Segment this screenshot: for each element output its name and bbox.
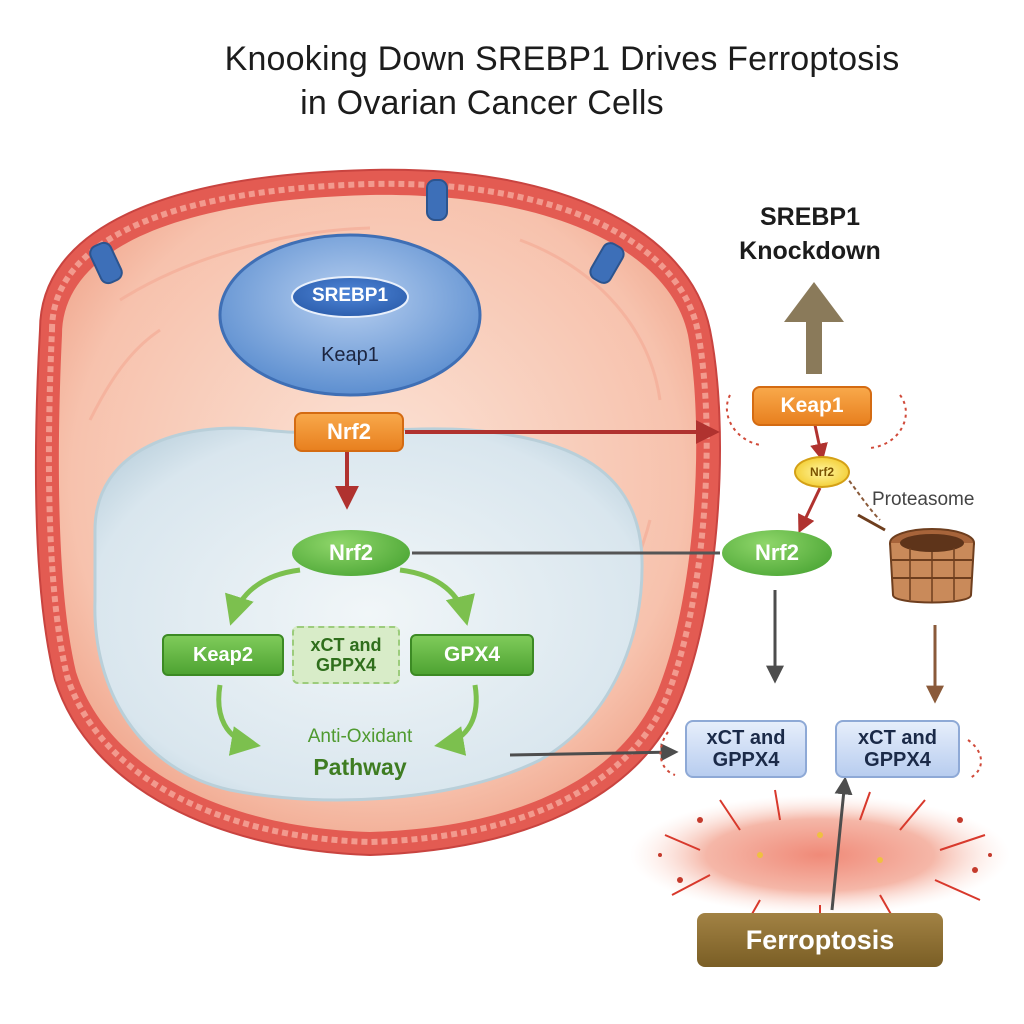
arrow-pathway-to-xct — [509, 743, 679, 762]
figure-title-line-1: Knooking Down SREBP1 Drives Ferroptosis — [224, 40, 900, 78]
xct-box-2-line-1: xCT and — [858, 727, 937, 749]
xct-box-1-line-2: GPPX4 — [712, 749, 780, 771]
arrow-gpx4-to-pathway — [434, 684, 479, 756]
gpx4-node: GPX4 — [410, 634, 534, 676]
keap2-node: Keap2 — [162, 634, 284, 676]
knockdown-heading-line-1: SREBP1 — [759, 203, 861, 231]
ferroptosis-node: Ferroptosis — [697, 913, 943, 967]
nrf2-small-node: Nrf2 — [794, 456, 850, 488]
xct-gppx4-box-1: xCT and GPPX4 — [685, 720, 807, 778]
proteasome-icon — [889, 528, 975, 604]
xct-gppx4-box-2: xCT and GPPX4 — [835, 720, 960, 778]
srebp1-label: SREBP1 — [311, 285, 389, 306]
pathway-label: Pathway — [313, 754, 407, 780]
anti-oxidant-label: Anti-Oxidant — [307, 726, 413, 747]
nucleus — [93, 426, 644, 802]
proteasome-label: Proteasome — [872, 489, 975, 510]
figure-title-line-2: in Ovarian Cancer Cells — [300, 84, 664, 122]
xct-gppx4-center-node: xCT and GPPX4 — [292, 626, 400, 684]
keap1-node: Keap1 — [752, 386, 872, 426]
arrow-ferroptosis-to-xct — [830, 776, 853, 911]
arrow-nrf2-to-gpx4 — [399, 567, 475, 626]
xct-box-2-line-2: GPPX4 — [864, 749, 931, 771]
ferroptosis-burst — [630, 795, 1010, 915]
nrf2-cytoplasm-node: Nrf2 — [294, 412, 404, 452]
arrow-keap2-to-pathway — [216, 684, 261, 756]
arrow-nrf2-to-keap2 — [225, 567, 301, 626]
knockdown-up-arrow — [784, 282, 844, 374]
knockdown-heading-line-2: Knockdown — [739, 237, 881, 265]
keap1-inner-label: Keap1 — [321, 344, 379, 366]
nrf2-right-node: Nrf2 — [722, 530, 832, 576]
xct-box-1-line-1: xCT and — [706, 727, 786, 749]
receptor-icon — [89, 179, 625, 285]
srebp1-pill-shape — [291, 276, 409, 318]
nrf2-nucleus-node: Nrf2 — [292, 530, 410, 576]
